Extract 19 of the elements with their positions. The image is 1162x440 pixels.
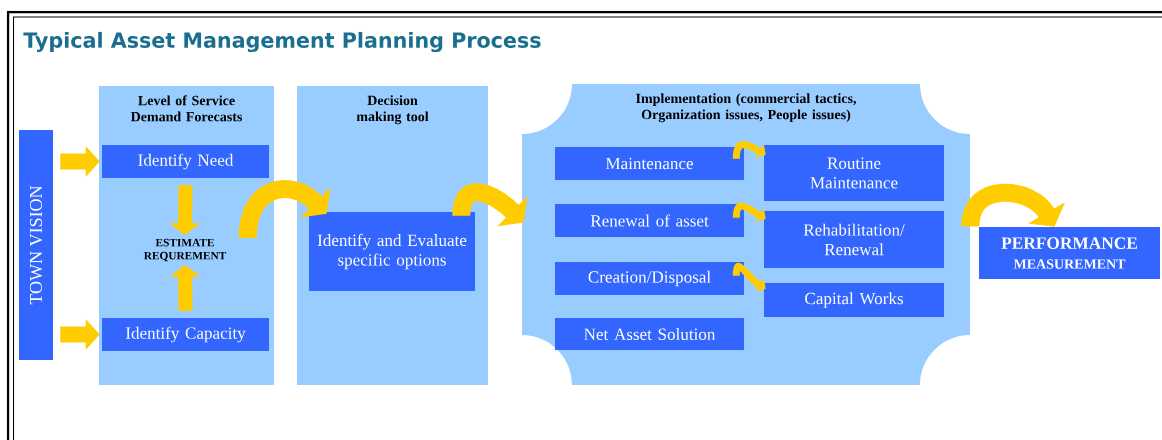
curved-arrow [238,180,331,239]
vertical-label-box: TOWN VISION [19,130,53,360]
process-box: Capital Works [764,283,944,317]
curved-arrow [961,183,1066,228]
panel-heading: Level of Service Demand Forecasts [130,95,243,122]
process-box: Identify Need [102,145,269,178]
process-box: Rehabilitation/ Renewal [764,211,944,268]
process-box: Maintenance [555,147,744,180]
process-box: Creation/Disposal [555,262,744,295]
process-box: Renewal of asset [555,204,744,237]
panel-heading: Decision making tool [356,95,429,125]
result-box: PERFORMANCE MEASUREMENT [979,227,1160,279]
process-box: Identify Capacity [102,318,269,351]
title: Typical Asset Management Planning Process [23,31,541,53]
process-box: Routine Maintenance [764,145,944,201]
process-box: Net Asset Solution [555,318,744,350]
process-box: Identify and Evaluate specific options [309,212,475,291]
panel-heading: Implementation (commercial tactics, Organization issues, People issues) [636,93,856,123]
step-label: ESTIMATE REQUREMENT [143,238,227,262]
